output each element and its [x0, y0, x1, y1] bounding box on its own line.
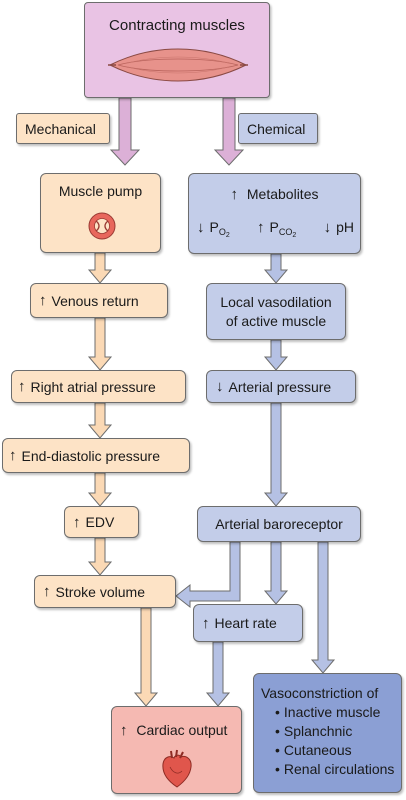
arrow-venous-to-atrial — [87, 317, 113, 371]
mechanical-label: Mechanical — [16, 113, 110, 144]
vasoconstriction-title: Vasoconstriction of — [261, 685, 379, 701]
mechanical-text: Mechanical — [25, 120, 96, 137]
arrow-edv-to-stroke — [87, 537, 113, 576]
chemical-label: Chemical — [238, 113, 318, 144]
pco2-co: CO — [278, 227, 293, 237]
arterial-pressure-text: Arterial pressure — [228, 378, 332, 395]
vasodilation-line1: Local vasodilation — [220, 294, 332, 310]
cardiac-output-box: Cardiac output — [111, 706, 242, 794]
vasoconstriction-list: Inactive muscle Splanchnic Cutaneous Ren… — [261, 703, 401, 779]
baroreceptor-box: Arterial baroreceptor — [197, 506, 361, 542]
arrow-pressure-to-baroreceptor — [263, 402, 289, 507]
vasoconstriction-item: Splanchnic — [275, 722, 401, 741]
arrow-diastolic-to-edv — [87, 472, 113, 507]
pco2-2: 2 — [292, 232, 297, 239]
right-atrial-pressure-box: Right atrial pressure — [11, 370, 186, 403]
ph-text: pH — [336, 219, 354, 235]
vasoconstriction-item: Inactive muscle — [275, 703, 401, 722]
ph-item: pH — [324, 219, 354, 239]
arrow-heartrate-to-output — [205, 641, 231, 707]
right-atrial-pressure-text: Right atrial pressure — [30, 378, 156, 395]
po2-p: P — [209, 219, 219, 235]
heart-rate-box: Heart rate — [193, 604, 303, 642]
vasoconstriction-box: Vasoconstriction of Inactive muscle Spla… — [253, 673, 402, 793]
metabolites-row: Metabolites — [189, 186, 360, 203]
end-diastolic-pressure-text: End-diastolic pressure — [21, 447, 161, 464]
muscle-pump-box: Muscle pump — [40, 173, 161, 253]
vasodilation-box: Local vasodilation of active muscle — [206, 283, 346, 340]
arrow-to-mechanical — [109, 97, 141, 166]
end-diastolic-pressure-box: End-diastolic pressure — [2, 438, 190, 473]
stroke-volume-text: Stroke volume — [55, 583, 145, 600]
pco2-item: PCO2 — [257, 219, 297, 239]
arterial-pressure-box: Arterial pressure — [206, 370, 356, 403]
muscle-icon — [108, 48, 248, 82]
arrow-metabolites-to-vasodilation — [263, 253, 289, 284]
edv-box: EDV — [64, 506, 139, 538]
arrow-vasodilation-to-pressure — [263, 339, 289, 371]
contracting-muscles-title: Contracting muscles — [109, 17, 245, 34]
heart-rate-text: Heart rate — [214, 615, 277, 631]
vasodilation-line2: of active muscle — [225, 313, 327, 329]
vasoconstriction-item: Renal circulations — [275, 760, 401, 779]
venous-return-text: Venous return — [51, 292, 139, 309]
gas-row: PO2 PCO2 pH — [197, 219, 354, 239]
venous-return-box: Venous return — [30, 283, 168, 318]
pco2-p: P — [269, 219, 279, 235]
po2-item: PO2 — [197, 219, 230, 239]
cardiac-output-text: Cardiac output — [136, 722, 228, 738]
po2-o: O — [218, 227, 226, 237]
arrow-baro-to-vaso — [310, 541, 336, 674]
arrow-stroke-to-output — [133, 607, 159, 707]
arrow-baro-to-stroke — [175, 541, 241, 609]
arrow-atrial-to-diastolic — [87, 402, 113, 439]
arrow-to-chemical — [213, 97, 245, 166]
metabolites-text: Metabolites — [246, 186, 319, 202]
cardiac-output-row: Cardiac output — [120, 722, 227, 739]
baroreceptor-text: Arterial baroreceptor — [215, 516, 343, 532]
po2-2: 2 — [225, 232, 230, 239]
arrow-baro-to-heartrate — [263, 541, 289, 605]
metabolites-box: Metabolites PO2 PCO2 pH — [188, 173, 361, 254]
chemical-text: Chemical — [247, 120, 306, 137]
muscle-pump-text: Muscle pump — [58, 183, 143, 199]
arrow-pump-to-venous — [87, 252, 113, 284]
vasoconstriction-item: Cutaneous — [275, 741, 401, 760]
edv-text: EDV — [85, 514, 115, 530]
pump-valve-icon — [88, 212, 116, 240]
contracting-muscles-box: Contracting muscles — [84, 2, 270, 98]
heart-icon — [162, 749, 192, 788]
stroke-volume-box: Stroke volume — [34, 575, 176, 608]
